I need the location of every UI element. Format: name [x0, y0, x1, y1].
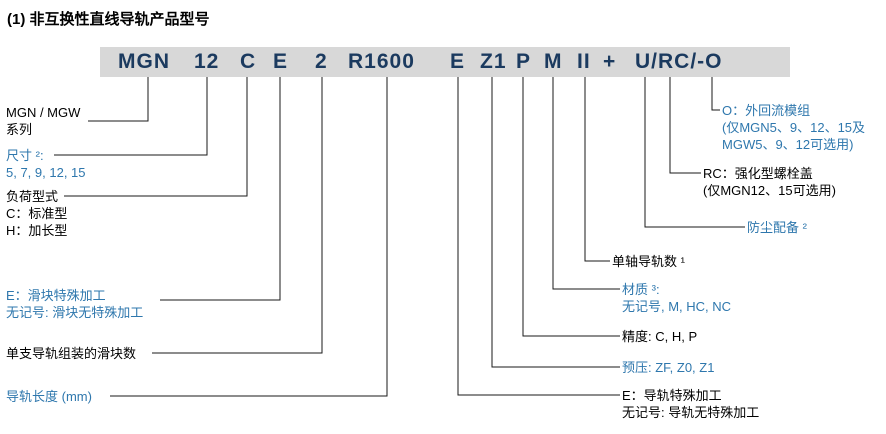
label-o-option-line1: O：外回流模组: [722, 103, 811, 118]
label-block-count: 单支导轨组装的滑块数: [6, 345, 136, 362]
label-size: 尺寸 ²: 5, 7, 9, 12, 15: [6, 147, 86, 181]
leader-line-rail-count: [584, 77, 610, 262]
label-rail-length: 导轨长度 (mm): [6, 388, 92, 405]
label-rc-option: RC：强化型螺栓盖 (仅MGN12、15可选用): [703, 165, 836, 199]
label-block-count-line1: 单支导轨组装的滑块数: [6, 346, 137, 361]
model-segment-block-special: E: [273, 50, 289, 73]
label-accuracy: 精度: C, H, P: [622, 328, 697, 345]
label-series-line2: 系列: [6, 122, 33, 137]
model-segment-size: 12: [194, 50, 220, 73]
model-segment-rail-special: E: [450, 50, 466, 73]
leader-line-rail-special: [457, 77, 620, 396]
model-segment-options: U/RC/-O: [635, 50, 723, 73]
label-accuracy-line1: 精度: C, H, P: [622, 329, 698, 344]
leader-line-preload: [491, 77, 620, 368]
leader-line-size: [54, 77, 208, 156]
leader-line-series: [88, 77, 149, 122]
label-load-type: 负荷型式 C：标准型 H：加长型: [6, 188, 67, 239]
label-size-line1: 尺寸 ²:: [6, 148, 44, 163]
leader-line-material: [552, 77, 620, 290]
label-rail-special-line2: 无记号: 导轨无特殊加工: [622, 405, 760, 420]
label-series-line1: MGN / MGW: [6, 105, 81, 120]
label-block-special: E：滑块特殊加工 无记号: 滑块无特殊加工: [6, 287, 143, 321]
label-material: 材质 ³: 无记号, M, HC, NC: [622, 281, 731, 315]
label-load-type-line1: 负荷型式: [6, 189, 59, 204]
leader-line-rc-option: [669, 77, 701, 174]
label-rc-option-line2: (仅MGN12、15可选用): [703, 183, 836, 198]
model-segment-block-count: 2: [315, 50, 328, 73]
leader-line-accuracy: [522, 77, 620, 337]
page-title: (1) 非互换性直线导轨产品型号: [7, 11, 210, 28]
label-dust-protection: 防尘配备 ²: [747, 219, 807, 236]
label-rail-length-line1: 导轨长度 (mm): [6, 389, 92, 404]
model-segment-plus: +: [603, 50, 617, 73]
label-load-type-line2: C：标准型: [6, 206, 68, 221]
leader-line-o-option: [711, 77, 720, 111]
label-material-line1: 材质 ³:: [622, 282, 660, 297]
label-load-type-line3: H：加长型: [6, 223, 68, 238]
model-segment-accuracy: P: [516, 50, 532, 73]
label-preload: 预压: ZF, Z0, Z1: [622, 359, 714, 376]
model-segment-material: M: [544, 50, 563, 73]
label-preload-line1: 预压: ZF, Z0, Z1: [622, 360, 715, 375]
label-series: MGN / MGW 系列: [6, 104, 80, 138]
label-size-line2: 5, 7, 9, 12, 15: [6, 165, 86, 180]
label-rail-special-line1: E：导轨特殊加工: [622, 388, 722, 403]
label-o-option-line2: (仅MGN5、9、12、15及: [722, 120, 866, 135]
model-segment-rail-length: R1600: [348, 50, 415, 73]
leader-line-load-type: [64, 77, 248, 197]
model-segment-load-type: C: [240, 50, 257, 73]
label-o-option-line3: MGW5、9、12可选用): [722, 137, 854, 152]
label-block-special-line2: 无记号: 滑块无特殊加工: [6, 305, 144, 320]
model-number-bar: MGN 12 C E 2 R1600 E Z1 P M II + U/RC/-O: [100, 47, 790, 77]
model-segment-series: MGN: [118, 50, 170, 73]
label-rc-option-line1: RC：强化型螺栓盖: [703, 166, 813, 181]
label-rail-count: 单轴导轨数 ¹: [612, 253, 685, 270]
label-rail-count-line1: 单轴导轨数 ¹: [612, 254, 685, 269]
label-material-line2: 无记号, M, HC, NC: [622, 299, 732, 314]
leader-line-dust: [644, 77, 745, 228]
label-o-option: O：外回流模组 (仅MGN5、9、12、15及 MGW5、9、12可选用): [722, 102, 865, 153]
label-block-special-line1: E：滑块特殊加工: [6, 288, 106, 303]
leader-line-block-count: [152, 77, 323, 354]
label-rail-special: E：导轨特殊加工 无记号: 导轨无特殊加工: [622, 387, 759, 421]
leader-line-rail-length: [110, 77, 388, 397]
label-dust-protection-line1: 防尘配备 ²: [747, 220, 807, 235]
model-segment-rail-count: II: [577, 50, 591, 73]
leader-line-block-special: [160, 77, 281, 301]
model-segment-preload: Z1: [480, 50, 507, 73]
